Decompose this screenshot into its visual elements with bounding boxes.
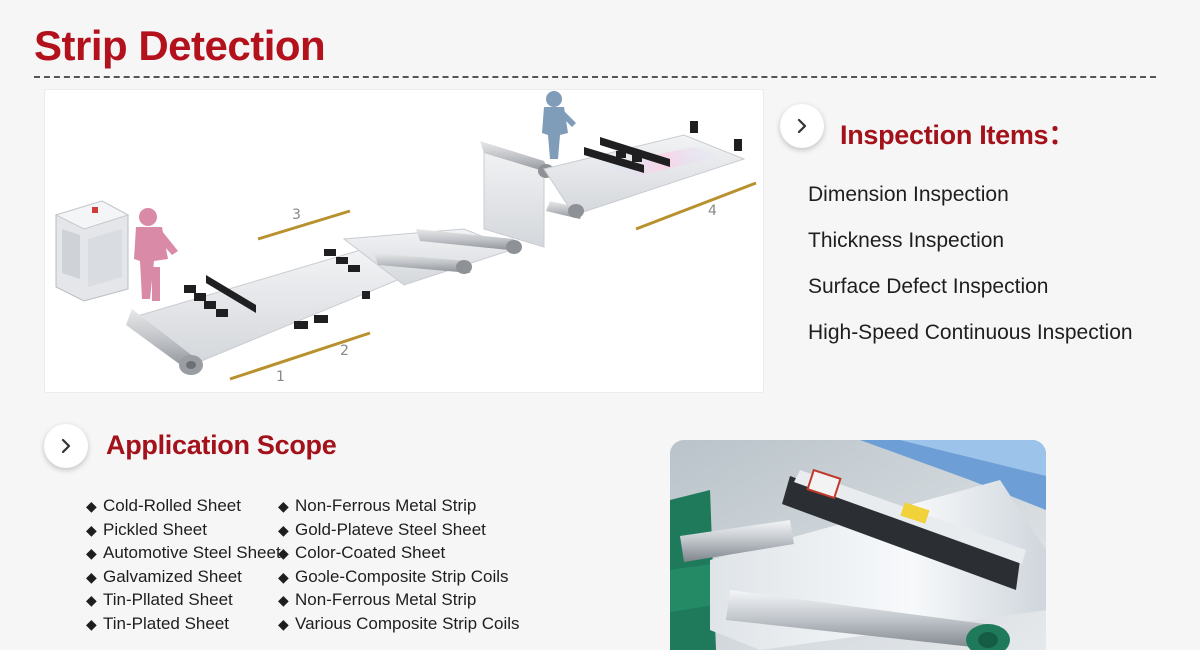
equipment-photo-illustration — [670, 440, 1046, 650]
station-label-4: 4 — [708, 203, 717, 219]
inspection-item: Surface Defect Inspection — [808, 275, 1049, 298]
chevron-right-icon — [61, 438, 71, 454]
sensor-array-2 — [324, 249, 370, 299]
diamond-bullet-icon: ◆ — [86, 568, 97, 585]
application-item: ◆Non-Ferrous Metal Strip — [278, 590, 477, 609]
application-chevron-button[interactable] — [44, 424, 88, 468]
application-item: ◆Pickled Sheet — [86, 519, 207, 539]
control-cabinet — [54, 200, 130, 302]
application-item: ◆Cold-Rolled Sheet — [86, 496, 241, 515]
sensor-array-3 — [584, 121, 742, 173]
diamond-bullet-icon: ◆ — [278, 615, 289, 632]
chevron-right-icon — [797, 118, 807, 134]
application-item: ◆Various Composite Strip Coils — [278, 613, 520, 633]
inspection-item: Dimension Inspection — [808, 183, 1009, 206]
inspection-item: High-Speed Continuous Inspection — [808, 321, 1133, 344]
title-divider — [34, 76, 1156, 78]
station-label-3: 3 — [292, 207, 301, 223]
application-item: ◆Tin-Pllated Sheet — [86, 590, 233, 609]
diamond-bullet-icon: ◆ — [278, 521, 289, 538]
diamond-bullet-icon: ◆ — [86, 592, 97, 608]
diamond-bullet-icon: ◆ — [86, 521, 97, 538]
diamond-bullet-icon: ◆ — [86, 498, 97, 514]
diamond-bullet-icon: ◆ — [278, 592, 289, 608]
strip-line-diagram: 1 2 3 4 — [44, 89, 764, 393]
application-item: ◆Color-Coated Sheet — [278, 543, 446, 562]
station-label-2: 2 — [340, 343, 349, 359]
strip-line-illustration: 1 2 3 4 — [54, 91, 757, 385]
diamond-bullet-icon: ◆ — [86, 545, 97, 561]
operator-figure-pink — [134, 208, 178, 301]
inspection-list: Dimension Inspection Thickness Inspectio… — [808, 181, 1133, 365]
inspection-equipment-photo — [670, 440, 1046, 650]
middle-roll — [374, 229, 522, 274]
station-label-1: 1 — [276, 369, 285, 385]
application-item: ◆Tin-Plated Sheet — [86, 613, 229, 633]
inspection-chevron-button[interactable] — [780, 104, 824, 148]
application-item: ◆Gold-Plateve Steel Sheet — [278, 519, 486, 539]
application-item: ◆Goɔle-Composite Strip Coils — [278, 566, 509, 586]
application-item: ◆Automotive Steel Sheet — [86, 543, 281, 562]
operator-figure-blue — [542, 91, 576, 159]
diamond-bullet-icon: ◆ — [278, 545, 289, 561]
diamond-bullet-icon: ◆ — [278, 498, 289, 514]
application-list-left: ◆Cold-Rolled Sheet ◆Pickled Sheet ◆Autom… — [86, 495, 281, 636]
diamond-bullet-icon: ◆ — [86, 615, 97, 632]
diamond-bullet-icon: ◆ — [278, 568, 289, 585]
inspection-item: Thickness Inspection — [808, 229, 1005, 252]
application-item: ◆Non-Ferrous Metal Strip — [278, 496, 477, 515]
application-list-right: ◆Non-Ferrous Metal Strip ◆Gold-Plateve S… — [278, 495, 520, 636]
application-item: ◆Galvamized Sheet — [86, 566, 242, 586]
inspection-heading: Inspection Items： — [840, 120, 1075, 150]
uncoiler-roll — [126, 309, 203, 375]
station-markers — [229, 181, 757, 381]
sensor-array-1 — [184, 275, 328, 329]
application-heading: Application Scope — [106, 430, 337, 460]
page-title: Strip Detection — [34, 22, 326, 69]
